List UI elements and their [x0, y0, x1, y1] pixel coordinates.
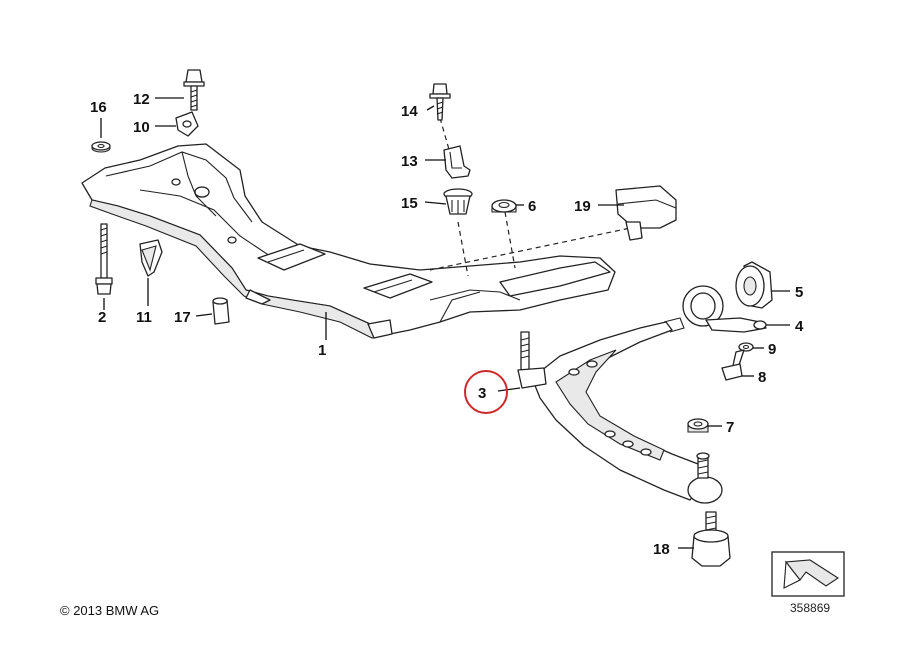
callout-9[interactable]: 9: [768, 341, 776, 358]
callout-2[interactable]: 2: [98, 309, 106, 326]
copyright-text: © 2013 BMW AG: [60, 603, 159, 618]
highlight-circle: [464, 370, 508, 414]
bracket-part-10[interactable]: [175, 111, 199, 137]
callout-1[interactable]: 1: [318, 342, 326, 359]
nut-part-7[interactable]: [687, 418, 709, 433]
ball-joint-part-18[interactable]: [691, 511, 731, 567]
subframe-part[interactable]: [81, 143, 616, 339]
diagram-number: 358869: [790, 601, 830, 615]
callout-5[interactable]: 5: [795, 284, 803, 301]
callout-4[interactable]: 4: [795, 318, 804, 335]
clip-nut-part-13[interactable]: [443, 145, 471, 179]
bushing-part-5[interactable]: [735, 261, 773, 309]
callout-16[interactable]: 16: [90, 99, 107, 116]
bolt-part-12[interactable]: [183, 69, 205, 111]
washer-part-16[interactable]: [91, 141, 111, 153]
bolt-part-2[interactable]: [95, 223, 113, 295]
callout-17[interactable]: 17: [174, 309, 191, 326]
leader-lines: [100, 97, 790, 549]
callout-labels: 1 2 3 4 5 6 7 8 9 10 11 12 13 14 15 16 1…: [90, 91, 804, 558]
callout-7[interactable]: 7: [726, 419, 734, 436]
screw-part-14[interactable]: [429, 83, 451, 121]
callout-10[interactable]: 10: [133, 119, 150, 136]
grommet-part-6[interactable]: [491, 199, 517, 213]
mount-part-19[interactable]: [615, 185, 677, 241]
callout-18[interactable]: 18: [653, 541, 670, 558]
bolt-part-8[interactable]: [721, 349, 745, 381]
rivet-part-15[interactable]: [443, 188, 473, 215]
callout-11[interactable]: 11: [136, 309, 152, 326]
callout-3[interactable]: 3: [478, 385, 486, 402]
callout-12[interactable]: 12: [133, 91, 150, 108]
control-arm-part-3[interactable]: [517, 317, 723, 504]
callout-8[interactable]: 8: [758, 369, 766, 386]
orientation-badge: 358869: [771, 551, 845, 615]
callout-13[interactable]: 13: [401, 153, 418, 170]
sleeve-part-17[interactable]: [212, 297, 230, 325]
callout-14[interactable]: 14: [401, 103, 418, 120]
callout-19[interactable]: 19: [574, 198, 591, 215]
washer-part-9[interactable]: [738, 342, 754, 352]
arrow-icon: [783, 559, 840, 589]
callout-6[interactable]: 6: [528, 198, 536, 215]
callout-15[interactable]: 15: [401, 195, 418, 212]
clip-part-11[interactable]: [139, 239, 163, 277]
bracket-part-4[interactable]: [682, 285, 767, 333]
